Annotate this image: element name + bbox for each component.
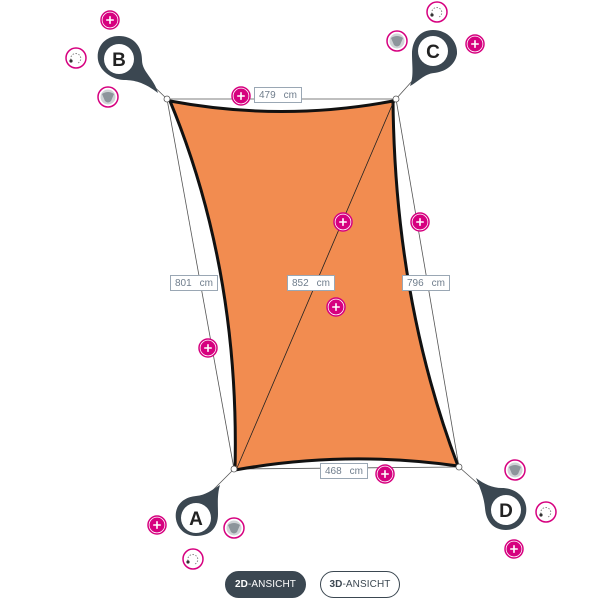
view-2d-button[interactable]: 2D-ANSICHT bbox=[225, 571, 306, 598]
dimension-top-value: 479 bbox=[258, 89, 276, 101]
rotate-icon[interactable] bbox=[535, 501, 557, 523]
view-3d-rest: -ANSICHT bbox=[342, 579, 391, 590]
mount-icon[interactable] bbox=[97, 86, 119, 108]
plus-icon[interactable] bbox=[231, 86, 251, 106]
dimension-right-unit: cm bbox=[431, 277, 446, 289]
dimension-bottom[interactable]: 468 cm bbox=[320, 463, 368, 479]
dimension-right[interactable]: 796 cm bbox=[402, 275, 450, 291]
view-3d-bold: 3D bbox=[329, 579, 343, 590]
dimension-top[interactable]: 479 cm bbox=[254, 87, 302, 103]
dimension-diagonal[interactable]: 852 cm bbox=[287, 275, 335, 291]
corner-handle-d[interactable]: D bbox=[476, 478, 527, 530]
corner-label-c: C bbox=[426, 42, 440, 63]
plus-icon[interactable] bbox=[504, 539, 524, 559]
plus-icon[interactable] bbox=[198, 338, 218, 358]
dimension-right-value: 796 bbox=[406, 277, 424, 289]
rotate-icon[interactable] bbox=[182, 548, 204, 570]
rotate-icon[interactable] bbox=[426, 1, 448, 23]
plus-icon[interactable] bbox=[326, 297, 346, 317]
mount-icon[interactable] bbox=[386, 30, 408, 52]
view-3d-button[interactable]: 3D-ANSICHT bbox=[320, 571, 400, 598]
corner-label-d: D bbox=[499, 501, 513, 522]
dimension-left[interactable]: 801 cm bbox=[170, 275, 218, 291]
dimension-left-value: 801 bbox=[174, 277, 192, 289]
mount-icon[interactable] bbox=[504, 459, 526, 481]
plus-icon[interactable] bbox=[333, 212, 353, 232]
dimension-diagonal-unit: cm bbox=[316, 277, 331, 289]
view-2d-rest: -ANSICHT bbox=[247, 579, 296, 590]
plus-icon[interactable] bbox=[375, 464, 395, 484]
corner-dots bbox=[163, 95, 463, 473]
plus-icon[interactable] bbox=[100, 10, 120, 30]
dimension-left-unit: cm bbox=[199, 277, 214, 289]
dimension-top-unit: cm bbox=[283, 89, 298, 101]
corner-handle-b[interactable]: B bbox=[97, 36, 158, 93]
corner-handle-a[interactable]: A bbox=[175, 485, 220, 536]
plus-icon[interactable] bbox=[410, 212, 430, 232]
plus-icon[interactable] bbox=[465, 34, 485, 54]
dimension-bottom-value: 468 bbox=[324, 465, 342, 477]
rotate-icon[interactable] bbox=[65, 47, 87, 69]
corner-label-a: A bbox=[189, 509, 203, 530]
plus-icon[interactable] bbox=[147, 515, 167, 535]
mount-icon[interactable] bbox=[223, 517, 245, 539]
corner-handle-c[interactable]: C bbox=[410, 30, 458, 86]
corner-label-b: B bbox=[112, 50, 126, 71]
dimension-bottom-unit: cm bbox=[349, 465, 364, 477]
view-2d-bold: 2D bbox=[234, 579, 248, 590]
dimension-diagonal-value: 852 bbox=[291, 277, 309, 289]
